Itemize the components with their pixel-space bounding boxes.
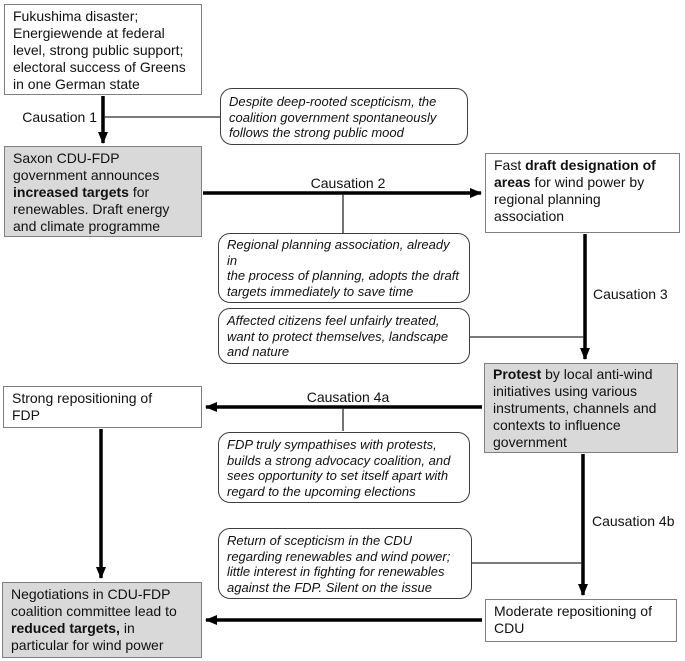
- box-cdu-repositioning: Moderate repositioning of CDU: [485, 599, 677, 642]
- box-negotiations-text: Negotiations in CDU-FDP coalition commit…: [11, 586, 177, 619]
- callout-cdu-scepticism: Return of scepticism in the CDU regardin…: [218, 528, 472, 599]
- box-fdp-text: Strong repositioning of FDP: [12, 390, 153, 423]
- box-fukushima-trigger: Fukushima disaster; Energiewende at fede…: [4, 4, 202, 95]
- box-draft-designation-areas: Fast draft designation of areas for wind…: [485, 153, 680, 233]
- box-fdp-repositioning: Strong repositioning of FDP: [3, 386, 202, 428]
- box-protest-initiatives: Protest by local anti-wind initiatives u…: [484, 363, 678, 453]
- callout-planning-association: Regional planning association, already i…: [218, 233, 470, 303]
- label-causation-4a: Causation 4a: [306, 389, 390, 405]
- box-saxon-text: Saxon CDU-FDP government announces: [13, 150, 160, 183]
- callout-fdp-sympathises: FDP truly sympathises with protests, bui…: [218, 432, 470, 503]
- label-causation-1: Causation 1: [22, 109, 97, 125]
- label-causation-4b: Causation 4b: [592, 513, 675, 529]
- box-draft-areas-text: Fast: [494, 157, 526, 173]
- label-causation-2: Causation 2: [310, 175, 386, 191]
- callout-public-mood: Despite deep-rooted scepticism, the coal…: [220, 88, 468, 145]
- label-causation-3: Causation 3: [593, 286, 668, 302]
- box-cdu-text: Moderate repositioning of CDU: [494, 603, 652, 636]
- box-negotiations-reduced-targets: Negotiations in CDU-FDP coalition commit…: [2, 582, 202, 658]
- box-fukushima-trigger-text: Fukushima disaster; Energiewende at fede…: [13, 8, 186, 92]
- callout-affected-citizens: Affected citizens feel unfairly treated,…: [218, 308, 470, 364]
- box-saxon-government-targets: Saxon CDU-FDP government announces incre…: [4, 146, 202, 237]
